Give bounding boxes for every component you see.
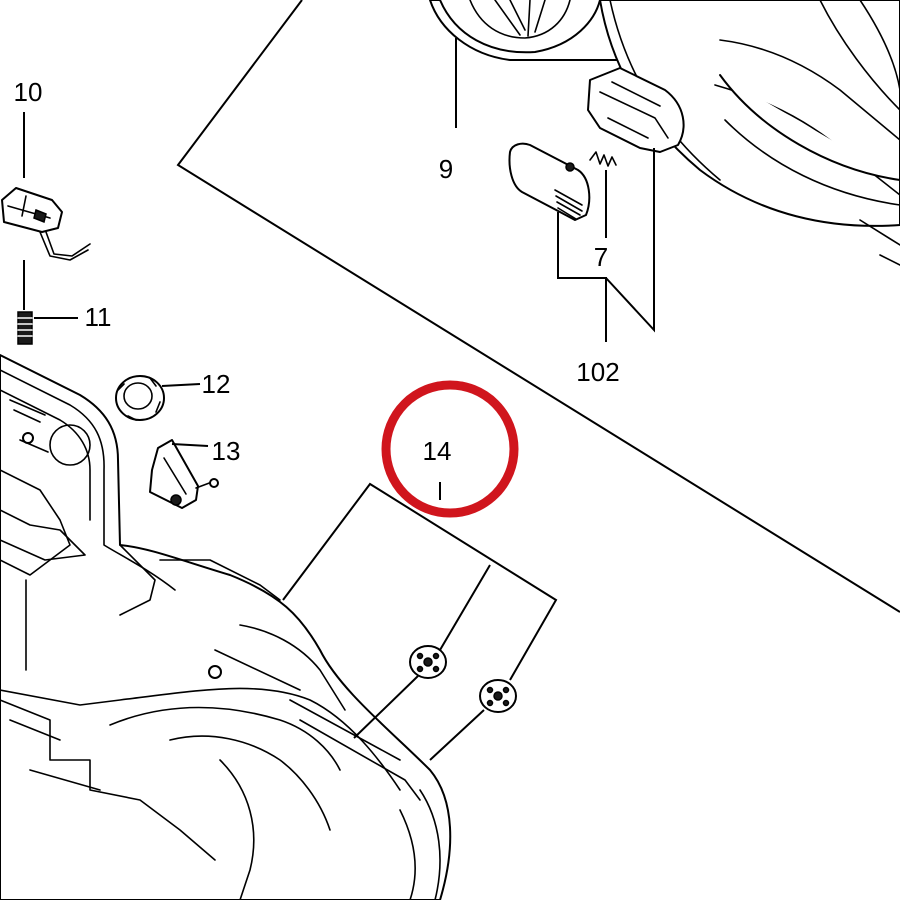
spring-part-7 [565, 151, 617, 172]
damper-part-14b [479, 679, 517, 713]
leader-14 [282, 482, 558, 761]
bracket-part-13 [149, 439, 219, 509]
callout-13: 13 [212, 436, 241, 466]
latch-housing-part-102 [587, 67, 685, 153]
subassembly-boundary-line [176, 0, 900, 613]
callout-12: 12 [202, 369, 231, 399]
callout-102: 102 [576, 357, 619, 387]
callout-11: 11 [85, 302, 112, 332]
callout-7: 7 [594, 242, 608, 272]
blower-housing [0, 354, 452, 900]
callout-10: 10 [14, 77, 43, 107]
latch-button [508, 142, 591, 221]
callout-9: 9 [439, 154, 453, 184]
blower-tube-part-9 [429, 0, 900, 266]
callout-14: 14 [423, 436, 452, 466]
highlight-circle [381, 380, 519, 518]
switch-part-10 [1, 112, 91, 261]
ring-part-12 [115, 375, 201, 421]
leader-102 [557, 148, 655, 342]
damper-part-14a [409, 645, 447, 679]
pin-part-11 [17, 260, 78, 345]
